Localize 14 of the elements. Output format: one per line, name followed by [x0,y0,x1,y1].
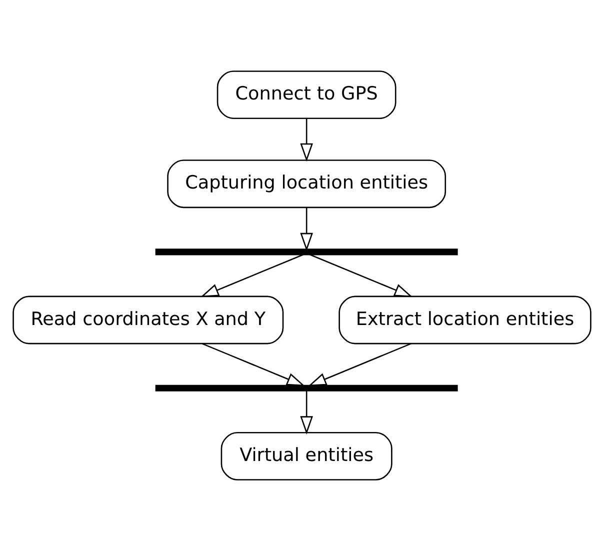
arrow [310,254,413,297]
node-bar [155,384,458,391]
arrow [308,342,412,386]
arrow [200,254,304,297]
node-box: Virtual entities [220,431,392,480]
node-box: Capturing location entities [167,159,446,208]
arrow [300,390,313,434]
node-box: Extract location entities [338,295,592,344]
node-box: Connect to GPS [216,70,396,119]
node-bar [155,248,458,255]
arrow [202,342,306,386]
arrow [300,207,313,251]
node-box: Read coordinates X and Y [12,295,284,344]
arrow [300,118,313,162]
